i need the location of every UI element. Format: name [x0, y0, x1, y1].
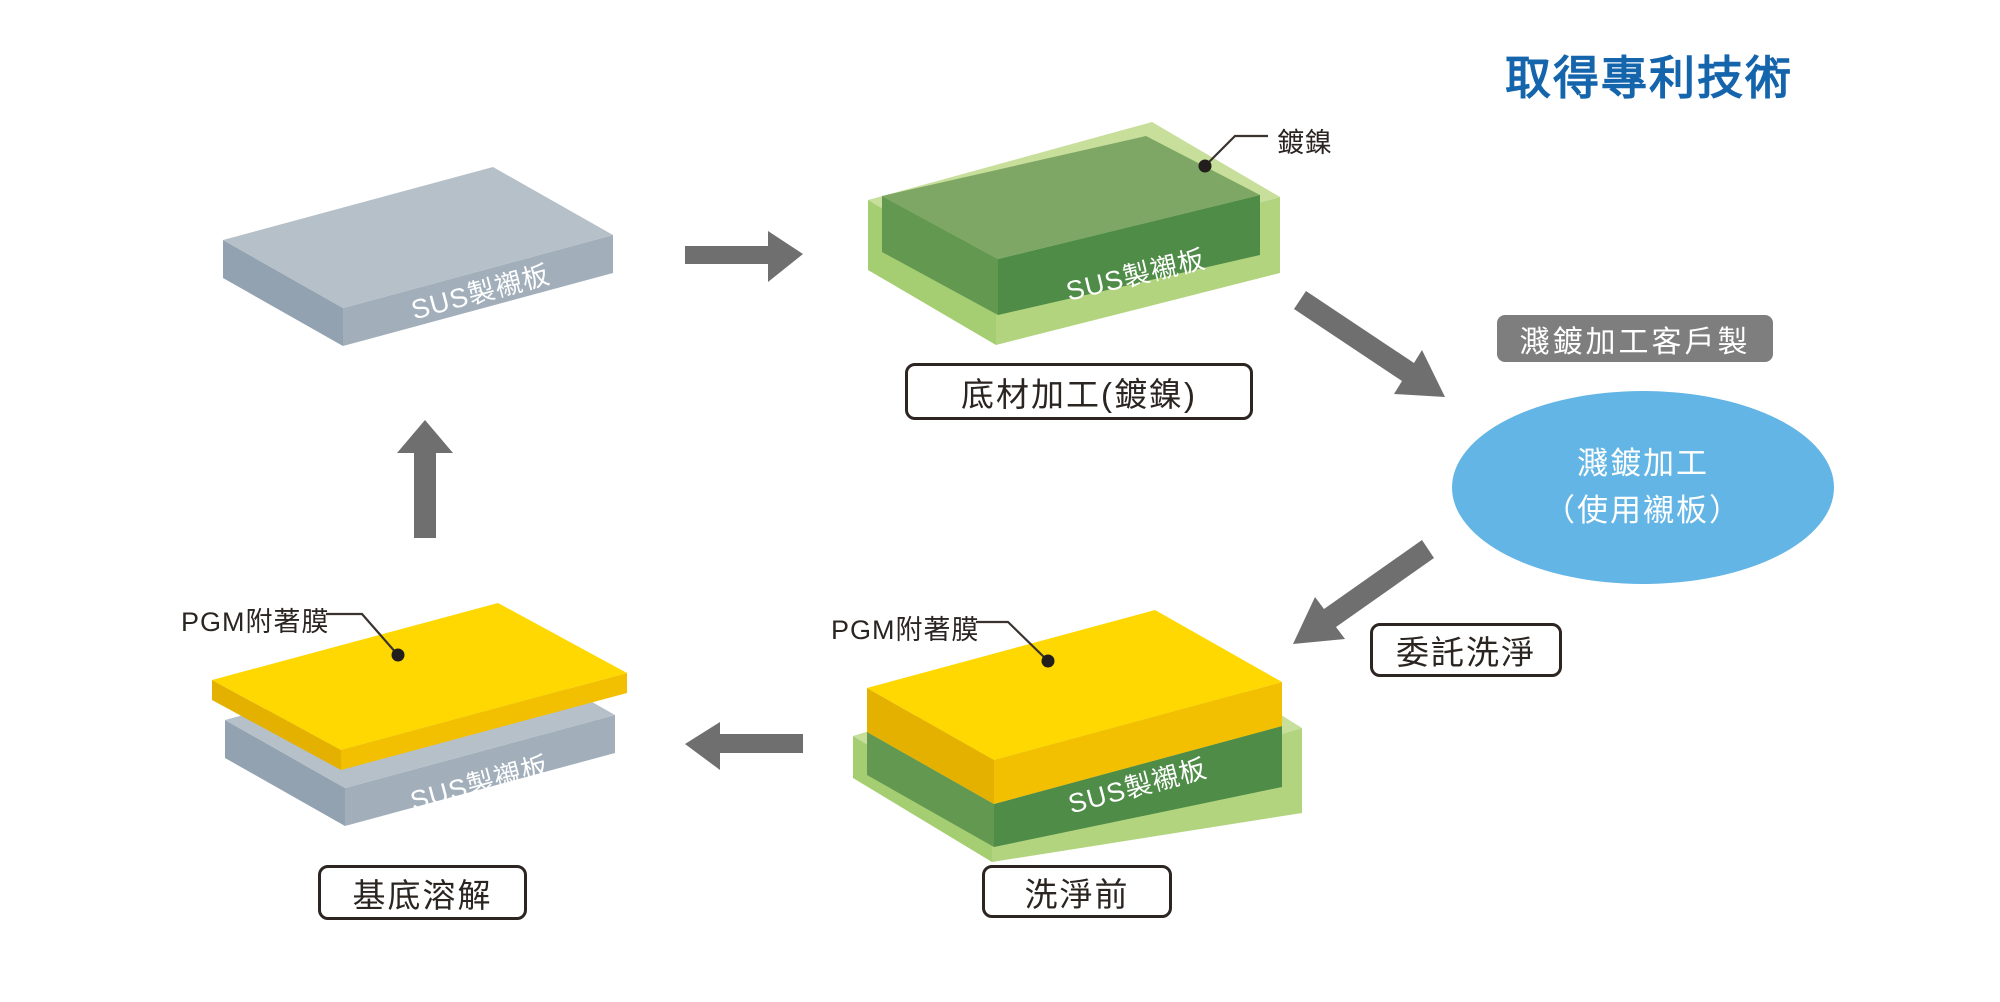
nickel-callout-label: 鍍鎳 — [1277, 128, 1333, 158]
plate-front-face — [343, 235, 613, 346]
core-left-face — [882, 196, 998, 315]
customer-process-badge: 濺鍍加工客戶製 — [1497, 315, 1773, 362]
core-left-face — [867, 732, 994, 847]
sputtering-line1: 濺鍍加工 — [1577, 446, 1709, 481]
core-top-face — [882, 136, 1260, 259]
pgm-callout-label: PGM附著膜 — [831, 615, 980, 645]
plate-left-face — [225, 720, 345, 826]
pgm-film-top-face — [867, 610, 1282, 760]
sus-plate-illustration: SUS製襯板 — [223, 167, 613, 346]
pgm-film-top-face — [212, 603, 627, 750]
sputtering-process-ellipse: 濺鍍加工 （使用襯板） — [1452, 391, 1834, 584]
pgm-film-front-face — [994, 682, 1282, 804]
arrow-left-icon — [685, 722, 803, 770]
arrow-right-icon — [685, 231, 803, 282]
plate-top-face — [223, 167, 613, 308]
plate-front-face — [345, 715, 615, 826]
step-consigned-cleaning-box: 委託洗淨 — [1370, 623, 1562, 677]
pgm-on-plate-illustration: SUS製襯板 — [853, 610, 1302, 862]
plate-left-face — [223, 240, 343, 346]
step-before-cleaning-box: 洗淨前 — [982, 865, 1172, 918]
pgm-callout-label: PGM附著膜 — [181, 607, 330, 637]
sputtering-line2: （使用襯板） — [1544, 492, 1742, 528]
step-substrate-dissolution-box: 基底溶解 — [318, 865, 527, 920]
pgm-film-left-face — [867, 688, 994, 804]
pgm-film-front-face — [341, 673, 627, 770]
pgm-film-left-face — [212, 680, 341, 770]
core-front-face — [994, 726, 1282, 847]
dissolved-plate-illustration: SUS製襯板 — [212, 603, 627, 826]
arrow-up-icon — [397, 420, 453, 538]
page-title: 取得專利技術 — [1505, 52, 1793, 104]
arrow-down-right-icon — [1294, 291, 1445, 397]
core-front-face — [998, 195, 1260, 315]
nickel-plated-plate-illustration: SUS製襯板 — [868, 122, 1280, 345]
step-substrate-processing-box: 底材加工(鍍鎳) — [905, 363, 1253, 420]
